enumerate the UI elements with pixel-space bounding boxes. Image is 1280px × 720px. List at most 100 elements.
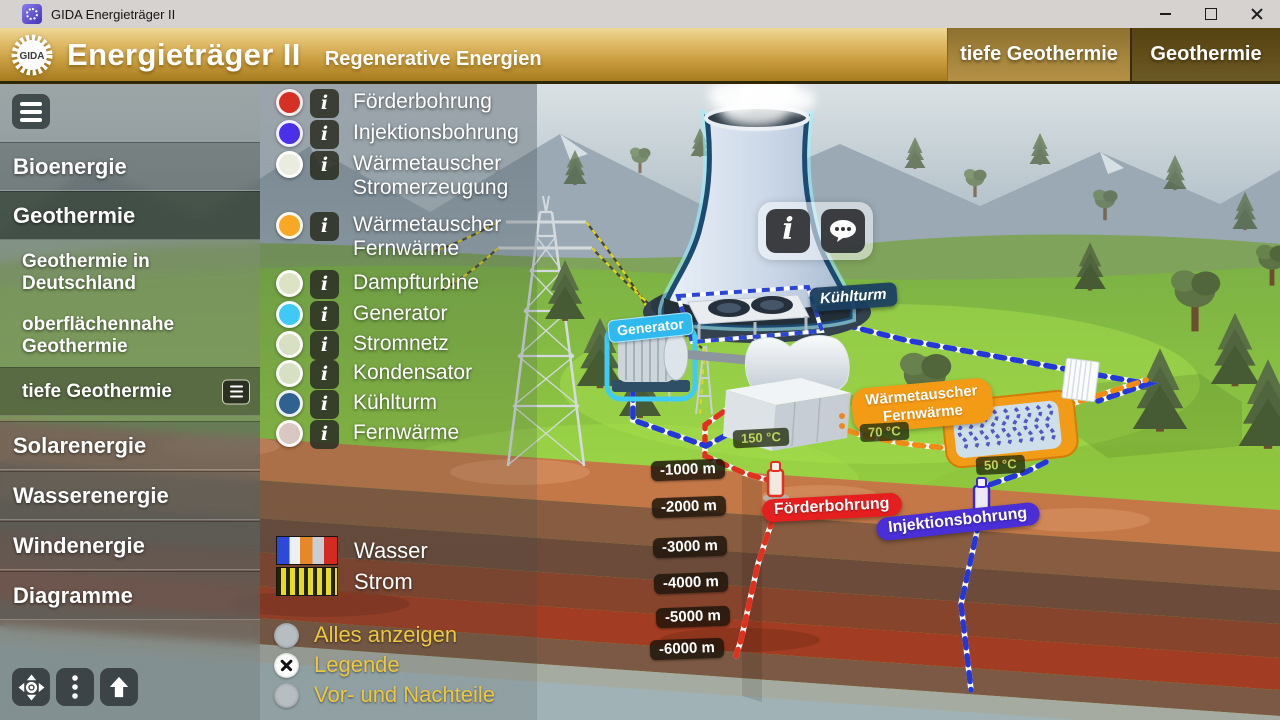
info-icon-button[interactable]: i	[310, 420, 339, 449]
radio-icon[interactable]	[274, 682, 299, 708]
info-icon-button[interactable]: i	[310, 331, 339, 360]
radiator-panel	[1061, 357, 1100, 403]
legend-item-generator[interactable]: i Generator	[276, 301, 448, 330]
temperature-badge-70: 70 °C	[859, 421, 910, 443]
scene-viewport[interactable]: Generator Kühlturm Wärmetauscher Fernwär…	[0, 84, 1280, 720]
radio-selected-icon[interactable]	[274, 652, 299, 678]
app-header: GIDA Energieträger II Regenerative Energ…	[0, 28, 1280, 84]
legend-item-fernwaerme[interactable]: i Fernwärme	[276, 420, 459, 449]
sidebar-item-label: Wasserenergie	[13, 482, 169, 508]
info-icon-button[interactable]: i	[310, 120, 339, 149]
up-arrow-button[interactable]	[100, 668, 138, 706]
info-button[interactable]: i	[766, 209, 810, 253]
up-arrow-icon	[109, 676, 129, 698]
submenu-icon[interactable]	[222, 379, 250, 404]
water-flow-swatch	[276, 536, 338, 565]
sidebar-item-label: Diagramme	[13, 582, 133, 608]
sidebar-item-label: Bioenergie	[13, 153, 127, 179]
minimize-button[interactable]	[1142, 0, 1188, 28]
depth-marker-2000: -2000 m	[651, 495, 727, 519]
earth-strata	[0, 420, 1280, 720]
legend-item-label: Förderbohrung	[353, 90, 492, 113]
flow-legend-strom: Strom	[276, 567, 413, 596]
sidebar-item-geothermie[interactable]: Geothermie	[0, 191, 260, 240]
legend-color-dot	[276, 89, 303, 116]
option-alles-anzeigen[interactable]: Alles anzeigen	[274, 622, 457, 648]
flow-label: Strom	[354, 569, 413, 594]
flow-legend-wasser: Wasser	[276, 536, 428, 565]
sidebar-item-diagramme[interactable]: Diagramme	[0, 571, 260, 620]
legend-color-dot	[276, 360, 303, 387]
generator-3d[interactable]	[604, 322, 698, 402]
depth-marker-6000: -6000 m	[649, 637, 725, 661]
sidebar-item-wasserenergie[interactable]: Wasserenergie	[0, 471, 260, 520]
legend-item-label: Kühlturm	[353, 391, 438, 414]
app-title: Energieträger II	[67, 36, 301, 72]
maximize-button[interactable]	[1188, 0, 1234, 28]
minimize-icon	[1159, 13, 1171, 15]
more-options-button[interactable]	[56, 668, 94, 706]
steam-plume	[709, 84, 815, 126]
close-button[interactable]	[1234, 0, 1280, 28]
legend-item-injektionsbohrung[interactable]: i Injektionsbohrung	[276, 120, 519, 149]
legend-item-label: Wärmetauscher Stromerzeugung	[353, 152, 509, 199]
info-icon: i	[782, 212, 794, 247]
sidebar-item-label: Geothermie in Deutschland	[22, 250, 150, 294]
info-icon-button[interactable]: i	[310, 212, 339, 241]
legend-color-dot	[276, 420, 303, 447]
legend-color-dot	[276, 331, 303, 358]
speech-button[interactable]	[821, 209, 865, 253]
legend-color-dot	[276, 212, 303, 239]
legend-item-kondensator[interactable]: i Kondensator	[276, 360, 472, 389]
legend-item-label: Dampfturbine	[353, 271, 480, 294]
app-icon	[22, 4, 42, 24]
legend-color-dot	[276, 151, 303, 178]
option-legende[interactable]: Legende	[274, 652, 400, 678]
radio-icon[interactable]	[274, 622, 299, 648]
sidebar-item-oberflaechennahe-geothermie[interactable]: oberflächennahe Geothermie	[0, 305, 260, 367]
window-title: GIDA Energieträger II	[51, 6, 176, 22]
turbine-shaft	[688, 350, 752, 365]
legend-item-foerderbohrung[interactable]: i Förderbohrung	[276, 89, 492, 118]
info-icon-button[interactable]: i	[310, 89, 339, 118]
tab-tiefe-geothermie[interactable]: tiefe Geothermie	[947, 28, 1130, 81]
pan-button[interactable]	[12, 668, 50, 706]
depth-marker-3000: -3000 m	[652, 535, 728, 559]
depth-marker-5000: -5000 m	[655, 605, 731, 629]
depth-marker-1000: -1000 m	[650, 458, 726, 482]
option-vor-und-nachteile[interactable]: Vor- und Nachteile	[274, 682, 495, 708]
sidebar-item-windenergie[interactable]: Windenergie	[0, 521, 260, 570]
legend-item-label: Stromnetz	[353, 332, 449, 355]
legend-item-stromnetz[interactable]: i Stromnetz	[276, 331, 449, 360]
sidebar-item-bioenergie[interactable]: Bioenergie	[0, 142, 260, 191]
sidebar-item-tiefe-geothermie[interactable]: tiefe Geothermie	[0, 367, 260, 416]
legend-item-label: Injektionsbohrung	[353, 121, 519, 144]
info-icon-button[interactable]: i	[310, 390, 339, 419]
legend-panel: i Förderbohrung i Injektionsbohrung i Wä…	[260, 84, 537, 720]
hamburger-menu-button[interactable]	[12, 94, 50, 129]
info-icon-button[interactable]: i	[310, 270, 339, 299]
sidebar: Bioenergie Geothermie Geothermie in Deut…	[0, 84, 260, 720]
legend-color-dot	[276, 270, 303, 297]
tower-popup: i	[758, 202, 873, 260]
sidebar-item-geothermie-in-deutschland[interactable]: Geothermie in Deutschland	[0, 240, 260, 305]
legend-color-dot	[276, 390, 303, 417]
sidebar-item-label: Solarenergie	[13, 432, 147, 458]
maximize-icon	[1205, 8, 1217, 20]
legend-item-label: Generator	[353, 302, 448, 325]
legend-item-wt-stromerzeugung[interactable]: i Wärmetauscher Stromerzeugung	[276, 151, 508, 200]
depth-marker-4000: -4000 m	[653, 571, 729, 595]
legend-item-kuehlturm[interactable]: i Kühlturm	[276, 390, 437, 419]
option-label: Legende	[314, 652, 400, 677]
temperature-badge-150: 150 °C	[732, 427, 790, 449]
info-icon-button[interactable]: i	[310, 151, 339, 180]
sidebar-item-solarenergie[interactable]: Solarenergie	[0, 421, 260, 470]
window-titlebar: GIDA Energieträger II	[0, 0, 1280, 28]
legend-item-dampfturbine[interactable]: i Dampfturbine	[276, 270, 479, 299]
info-icon-button[interactable]: i	[310, 360, 339, 389]
legend-color-dot	[276, 120, 303, 147]
production-wellhead[interactable]	[763, 461, 789, 503]
legend-item-wt-fernwaerme[interactable]: i Wärmetauscher Fernwärme	[276, 212, 501, 261]
tab-geothermie[interactable]: Geothermie	[1130, 28, 1280, 81]
info-icon-button[interactable]: i	[310, 301, 339, 330]
